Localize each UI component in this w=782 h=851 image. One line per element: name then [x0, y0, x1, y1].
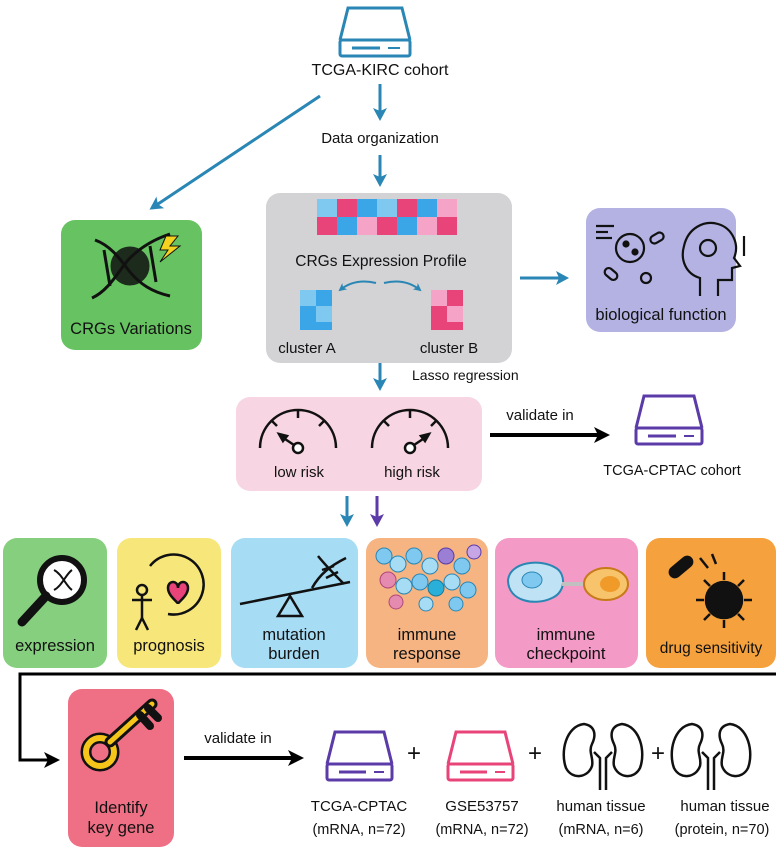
plus-sign: + — [650, 740, 666, 767]
data-organization-label: Data organization — [321, 130, 439, 147]
microbe-brain-icon — [596, 221, 746, 296]
tcga-cptac-cohort-label: TCGA-CPTAC cohort — [603, 463, 741, 479]
risk-box — [236, 397, 482, 491]
cluster-a-label: cluster A — [278, 340, 336, 357]
tile-prognosis-label: prognosis — [133, 637, 205, 655]
tile-drug-label: drug sensitivity — [659, 640, 763, 657]
source-cohort-label: TCGA-KIRC cohort — [311, 62, 449, 79]
high-risk-gauge-icon — [370, 408, 450, 455]
validate-in-label-1: validate in — [506, 407, 574, 424]
crgs-variations-label: CRGs Variations — [70, 320, 192, 338]
kidney-icon-mrna — [562, 722, 644, 790]
immune-cells-icon — [375, 544, 482, 612]
plus-sign: + — [406, 740, 422, 767]
plus-sign: + — [527, 740, 543, 767]
tcga-cptac-database-icon — [325, 730, 394, 782]
dataset-name: TCGA-CPTAC — [310, 798, 408, 815]
tile-mutation-label: mutation burden — [262, 626, 326, 663]
magnifier-icon — [17, 555, 87, 627]
tile-immune-response-label: immune response — [393, 626, 461, 663]
checkpoint-cells-icon — [506, 561, 629, 603]
key-icon — [80, 698, 162, 772]
virus-pill-icon — [668, 553, 752, 628]
key-gene-label: Identify key gene — [87, 799, 155, 837]
gse53757-database-icon — [446, 730, 515, 782]
dataset-name: human tissue — [556, 798, 646, 815]
lasso-regression-label: Lasso regression — [412, 367, 519, 383]
kidney-icon-protein — [670, 722, 752, 790]
biological-box — [586, 208, 736, 332]
low-risk-label: low risk — [273, 464, 325, 481]
cluster-a-heatmap — [300, 290, 332, 330]
low-risk-gauge-icon — [258, 408, 338, 455]
dataset-detail: (mRNA, n=72) — [312, 822, 406, 838]
arrow-to-variations — [149, 94, 321, 210]
lightning-icon — [159, 235, 182, 263]
database-icon — [338, 6, 412, 58]
cluster-b-heatmap — [431, 290, 463, 330]
dataset-detail: (mRNA, n=72) — [435, 822, 529, 838]
dataset-name: human tissue — [680, 798, 770, 815]
seesaw-dna-icon — [239, 555, 351, 618]
tile-expression-label: expression — [15, 637, 95, 655]
biological-function-label: biological function — [595, 306, 727, 324]
split-arrow-left — [338, 280, 377, 292]
validate-in-label-2: validate in — [204, 730, 272, 747]
expression-profile-label: CRGs Expression Profile — [295, 253, 467, 270]
tile-prognosis — [117, 538, 221, 668]
connector-to-key-gene — [18, 672, 776, 768]
expression-heatmap — [317, 199, 457, 235]
cptac-database-icon — [634, 394, 704, 446]
split-arrow-right — [383, 280, 422, 292]
person-clock-icon — [132, 553, 205, 631]
tile-immune-checkpoint-label: immune checkpoint — [526, 626, 606, 663]
dna-icon — [91, 232, 171, 300]
dataset-name: GSE53757 — [445, 798, 519, 815]
dataset-detail: (protein, n=70) — [674, 822, 770, 838]
cluster-b-label: cluster B — [419, 340, 479, 357]
high-risk-label: high risk — [384, 464, 440, 481]
dataset-detail: (mRNA, n=6) — [558, 822, 644, 838]
